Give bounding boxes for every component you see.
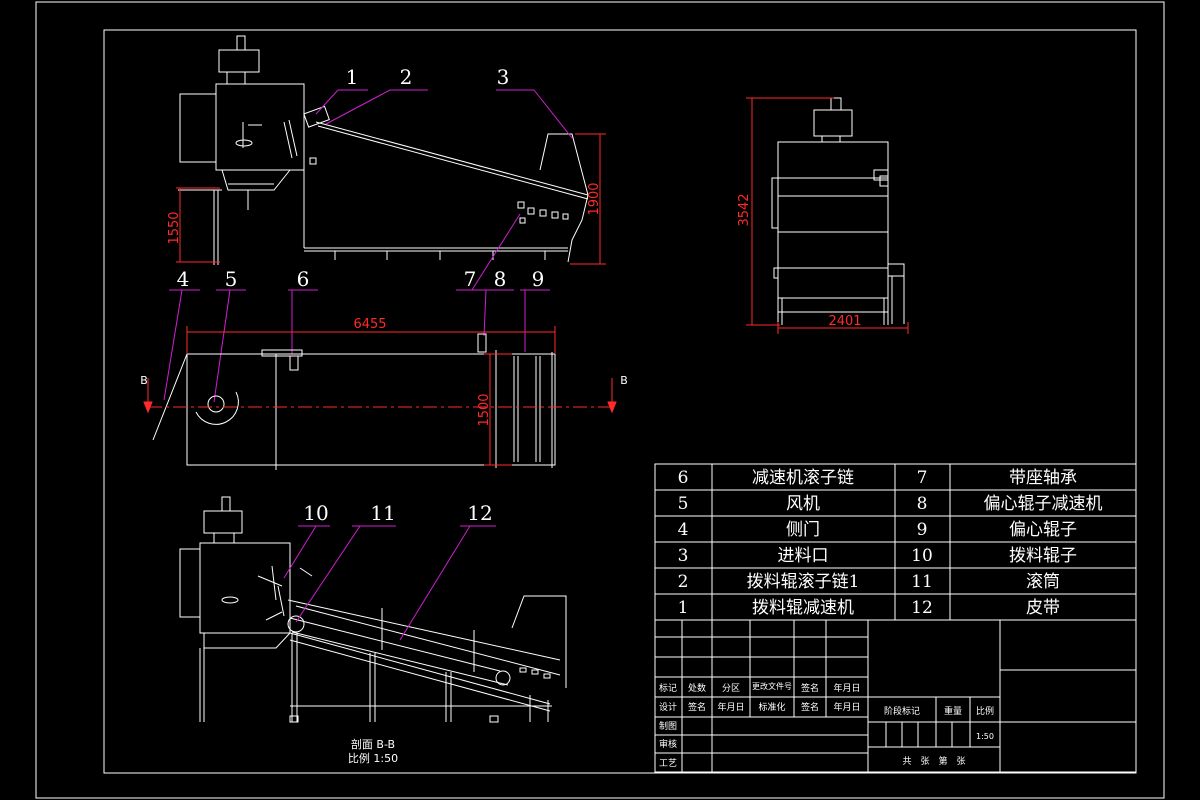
callout-7: 7 xyxy=(464,267,477,291)
tb-process: 工艺 xyxy=(659,758,677,769)
parts-list-cell: 滚筒 xyxy=(1026,572,1060,592)
section-view xyxy=(179,496,567,723)
callout-5: 5 xyxy=(225,267,238,291)
plan-view xyxy=(152,333,556,470)
section-caption-scale: 比例 1:50 xyxy=(348,751,398,765)
tb-sign2: 签名 xyxy=(801,701,819,713)
plan-view-dimensions xyxy=(143,326,617,466)
callout-12: 12 xyxy=(467,501,492,525)
callout-1: 1 xyxy=(346,65,359,89)
parts-list-cell: 进料口 xyxy=(778,546,829,566)
callout-2: 2 xyxy=(400,65,413,89)
parts-list-cell: 拨料辊滚子链1 xyxy=(747,572,860,592)
dim-6455: 6455 xyxy=(353,317,386,332)
callout-leaders-top xyxy=(163,89,573,403)
parts-list-cell: 4 xyxy=(678,520,689,540)
callout-10: 10 xyxy=(303,501,328,525)
parts-list-cell: 偏心辊子 xyxy=(1009,520,1077,540)
tb-draw: 制图 xyxy=(659,720,677,732)
parts-list-cell: 3 xyxy=(678,546,689,566)
tb-sign1: 签名 xyxy=(688,701,706,713)
parts-list-cell: 11 xyxy=(911,572,933,592)
parts-list-cell: 侧门 xyxy=(786,520,820,540)
dim-2401: 2401 xyxy=(828,314,861,329)
callout-leaders-bottom xyxy=(283,525,496,641)
side-view-dimensions xyxy=(176,133,606,265)
parts-list-cell: 1 xyxy=(678,598,689,618)
dim-1550: 1550 xyxy=(167,211,182,244)
parts-list-grid xyxy=(654,463,1137,621)
tb-h-mark: 标记 xyxy=(659,682,677,694)
callout-3: 3 xyxy=(497,65,510,89)
inner-frame xyxy=(103,29,1137,774)
parts-list-cell: 皮带 xyxy=(1026,598,1060,618)
parts-list: 6 减速机滚子链 7 带座轴承 5 风机 8 偏心辊子减速机 4 侧门 9 偏心辊子 3 进料口 10 拨料辊… xyxy=(678,468,1103,618)
tb-date2: 年月日 xyxy=(833,701,860,713)
tb-h-zone: 分区 xyxy=(722,683,740,694)
tb-check: 审核 xyxy=(659,738,677,750)
parts-list-cell: 6 xyxy=(678,468,689,488)
parts-list-cell: 5 xyxy=(678,494,689,514)
parts-list-cell: 2 xyxy=(678,572,689,592)
tb-std: 标准化 xyxy=(758,701,785,713)
tb-date1: 年月日 xyxy=(717,701,744,713)
parts-list-cell: 带座轴承 xyxy=(1009,468,1077,488)
tb-scale-label: 比例 xyxy=(976,705,994,717)
dim-1500: 1500 xyxy=(477,393,492,426)
parts-list-cell: 拨料辊减速机 xyxy=(752,598,854,618)
tb-weight: 重量 xyxy=(944,705,962,717)
parts-list-cell: 减速机滚子链 xyxy=(752,468,854,488)
parts-list-cell: 7 xyxy=(917,468,928,488)
side-view xyxy=(178,35,589,265)
outer-frame xyxy=(35,1,1165,799)
section-mark-right: B xyxy=(620,374,628,387)
parts-list-cell: 10 xyxy=(911,546,933,566)
tb-scale-value: 1:50 xyxy=(976,732,994,741)
tb-h-count: 处数 xyxy=(688,682,706,694)
end-view xyxy=(771,97,905,325)
callout-6: 6 xyxy=(297,267,310,291)
title-block-grid xyxy=(654,619,1137,773)
callout-8: 8 xyxy=(494,267,507,291)
section-caption-title: 剖面 B-B xyxy=(351,737,395,751)
tb-h-date: 年月日 xyxy=(833,682,860,694)
parts-list-cell: 偏心辊子减速机 xyxy=(984,494,1103,514)
parts-list-cell: 拨料辊子 xyxy=(1009,546,1077,566)
tb-h-sign: 签名 xyxy=(801,682,819,694)
dim-3542: 3542 xyxy=(737,193,752,226)
dim-1900: 1900 xyxy=(587,182,602,215)
tb-design: 设计 xyxy=(659,701,677,713)
parts-list-cell: 9 xyxy=(917,520,928,540)
parts-list-cell: 12 xyxy=(911,598,933,618)
callout-4: 4 xyxy=(177,267,190,291)
tb-total: 共 张 第 张 xyxy=(902,755,965,767)
end-view-dimensions xyxy=(746,97,909,334)
tb-stage: 阶段标记 xyxy=(884,705,920,717)
tb-h-doc: 更改文件号 xyxy=(752,681,792,691)
section-mark-left: B xyxy=(140,374,148,387)
callout-9: 9 xyxy=(532,267,545,291)
parts-list-cell: 8 xyxy=(917,494,928,514)
callout-11: 11 xyxy=(370,501,395,525)
parts-list-cell: 风机 xyxy=(786,494,820,514)
